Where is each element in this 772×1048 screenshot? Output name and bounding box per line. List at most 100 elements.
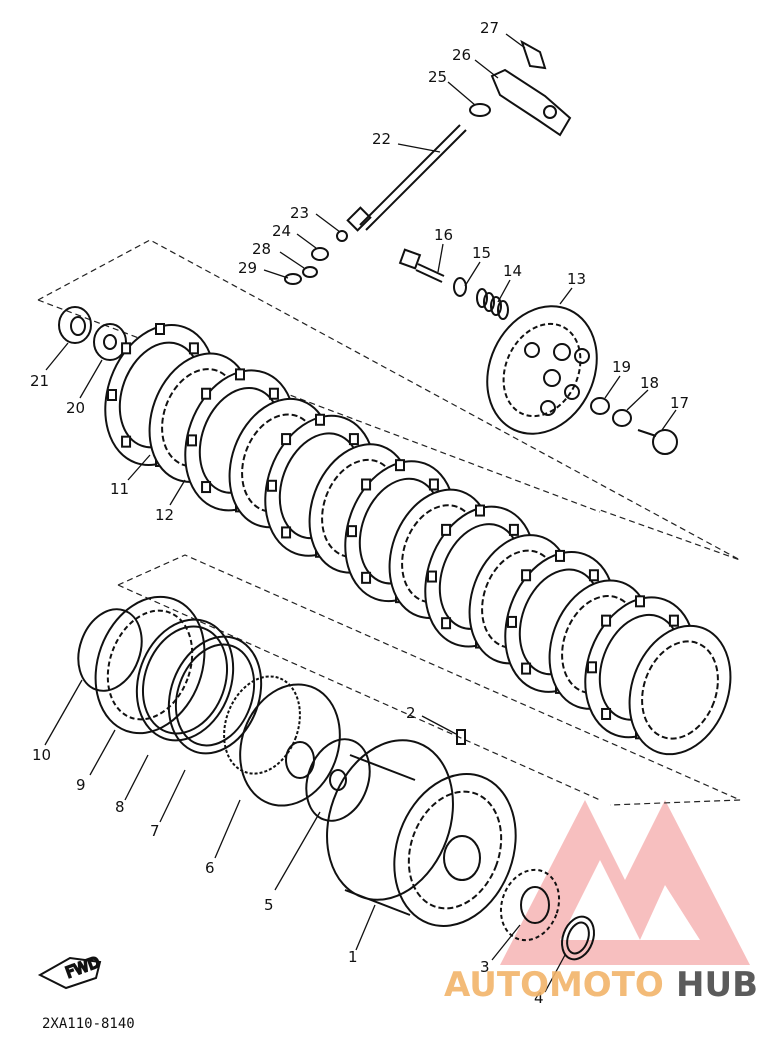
plate-tab	[521, 569, 532, 582]
part-27-bracket	[520, 39, 547, 70]
plate-group-outline	[37, 239, 741, 806]
callout-22: 22	[372, 130, 391, 148]
watermark-text: AUTOMOTO HUB	[444, 965, 758, 1005]
plate-tab	[587, 661, 597, 674]
plate-tab	[235, 368, 245, 381]
plate-tab	[268, 387, 279, 400]
callout-18: 18	[640, 374, 659, 392]
plate-tab	[121, 342, 132, 355]
plate-tab	[281, 433, 292, 446]
part-23-ball	[336, 230, 348, 242]
part-18-lock-washer	[612, 409, 632, 427]
callout-20: 20	[66, 399, 85, 417]
watermark-text-gray: HUB	[676, 965, 758, 1005]
plate-tab	[281, 526, 292, 539]
callout-25: 25	[428, 68, 447, 86]
part-19-washer	[590, 397, 610, 415]
callout-27: 27	[480, 19, 499, 37]
plate-tab	[201, 387, 212, 400]
plate-tab	[475, 504, 485, 517]
plate-tab	[361, 571, 372, 584]
callout-6: 6	[205, 859, 215, 877]
part-28-push-rod-2	[302, 266, 318, 278]
callout-numbers: 27 26 25 22 23 24 28 29 16 15 14 13 19 1…	[30, 19, 689, 1007]
part-20-lock-washer	[93, 323, 127, 361]
plate-tab	[555, 549, 565, 562]
callout-29: 29	[238, 259, 257, 277]
callout-17: 17	[670, 394, 689, 412]
plate-tab	[441, 523, 452, 536]
plate-tab	[507, 615, 517, 628]
part-15-washer	[453, 277, 467, 297]
plate-tab	[315, 413, 325, 426]
part-25-oil-seal	[469, 103, 491, 117]
plate-tab	[121, 435, 132, 448]
plate-tab	[635, 595, 645, 608]
plate-tab	[588, 569, 599, 582]
part-24-washer	[311, 247, 329, 261]
plate-tab	[348, 433, 359, 446]
part-4-circlip	[561, 915, 595, 961]
callout-13: 13	[567, 270, 586, 288]
callout-15: 15	[472, 244, 491, 262]
plate-tab	[347, 525, 357, 538]
plate-tab	[267, 479, 277, 492]
callout-24: 24	[272, 222, 291, 240]
callout-leader-lines	[44, 33, 677, 993]
part-22-push-rod	[346, 124, 467, 232]
part-14-spring	[476, 288, 509, 320]
plate-tab	[187, 434, 197, 447]
plate-tab	[601, 614, 612, 627]
part-21-nut	[58, 306, 92, 344]
plate-tab	[427, 570, 437, 583]
plate-tab	[155, 323, 165, 335]
plate-tab	[188, 342, 199, 355]
plate-tab	[508, 523, 519, 536]
callout-3: 3	[480, 958, 490, 976]
plate-tab	[361, 478, 372, 491]
callout-19: 19	[612, 358, 631, 376]
callout-1: 1	[348, 948, 358, 966]
clutch-plate	[628, 624, 732, 756]
part-29-washer-2	[284, 273, 302, 285]
callout-10: 10	[32, 746, 51, 764]
callout-5: 5	[264, 896, 274, 914]
callout-12: 12	[155, 506, 174, 524]
part-6-clutch-boss	[223, 675, 341, 807]
forward-arrow-icon: FWD	[37, 952, 103, 990]
watermark-logo-icon	[500, 800, 750, 965]
callout-23: 23	[290, 204, 309, 222]
part-code: 2XA110-8140	[42, 1016, 135, 1032]
callout-2: 2	[406, 704, 416, 722]
friction-and-clutch-plate-stack	[104, 323, 732, 756]
callout-11: 11	[110, 480, 129, 498]
callout-26: 26	[452, 46, 471, 64]
plate-tab	[601, 707, 612, 720]
callout-8: 8	[115, 798, 125, 816]
part-13-pressure-plate	[486, 305, 598, 435]
callout-4: 4	[534, 989, 544, 1007]
callout-14: 14	[503, 262, 522, 280]
part-1-clutch-housing	[326, 739, 517, 927]
part-7-seat-plate	[167, 635, 263, 755]
part-2-pin	[456, 729, 466, 745]
plate-tab	[668, 614, 679, 627]
callout-16: 16	[434, 226, 453, 244]
part-16-bolt	[398, 248, 445, 283]
plate-tab	[428, 478, 439, 491]
part-3-drive-gear	[499, 868, 561, 942]
part-9-clutch-plate	[94, 595, 206, 735]
plate-tab	[107, 389, 117, 401]
callout-9: 9	[76, 776, 86, 794]
part-8-cushion-spring	[135, 618, 235, 742]
callout-21: 21	[30, 372, 49, 390]
callout-7: 7	[150, 822, 160, 840]
plate-tab	[441, 617, 452, 630]
part-17-screw	[637, 429, 678, 455]
watermark-text-orange: AUTOMOTO	[444, 965, 664, 1005]
plate-tab	[521, 662, 532, 675]
part-10-wire-circlip	[77, 608, 143, 692]
plate-tab	[395, 459, 405, 472]
plate-tab	[201, 481, 212, 494]
